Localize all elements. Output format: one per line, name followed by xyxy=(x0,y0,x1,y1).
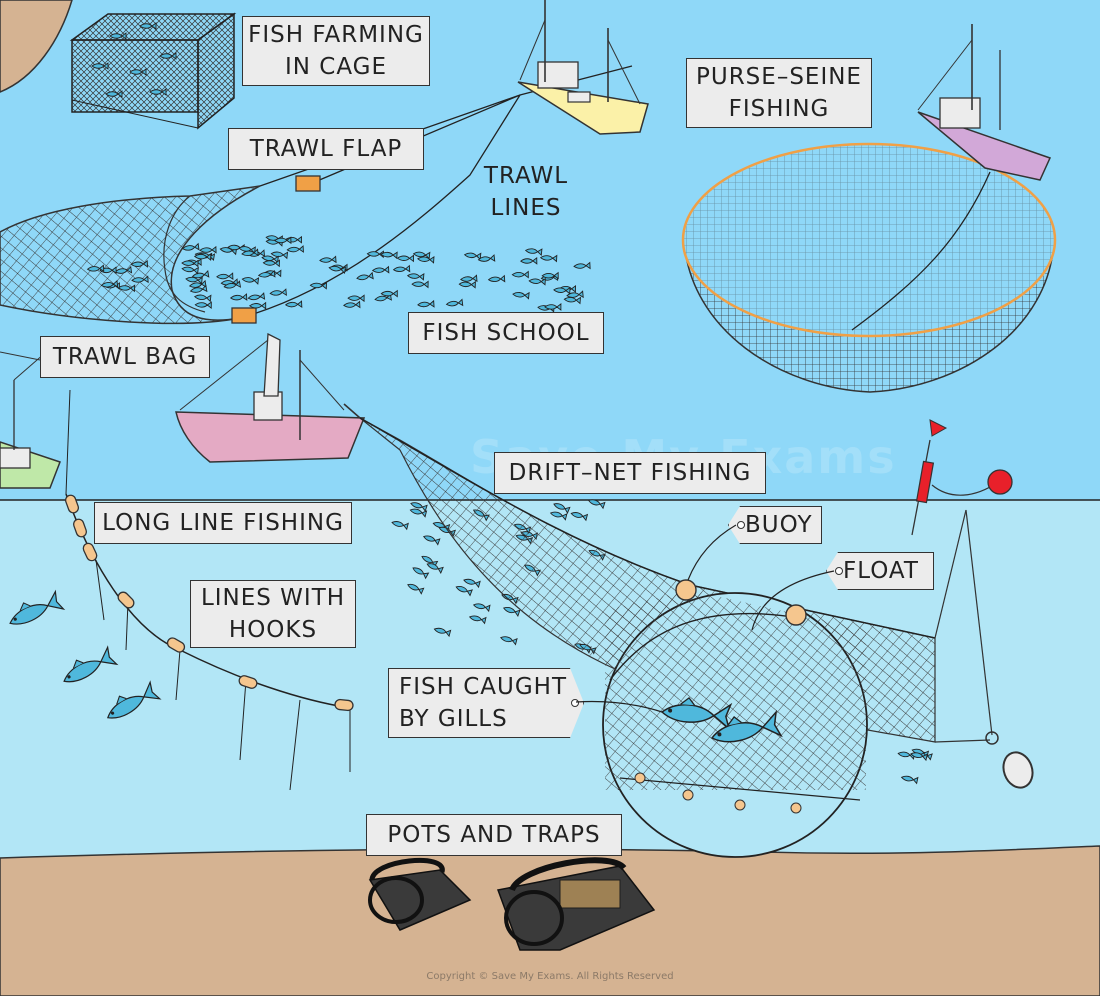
fish-farming-label: FISH FARMING IN CAGE xyxy=(242,16,430,86)
fish-school-label: FISH SCHOOL xyxy=(408,312,604,354)
pots-traps-label: POTS AND TRAPS xyxy=(366,814,622,856)
purse-seine-net xyxy=(681,142,1057,393)
long-line-label: LONG LINE FISHING xyxy=(94,502,352,544)
purse-seine-line-1: PURSE–SEINE xyxy=(696,64,862,90)
fish-farming-line-2: IN CAGE xyxy=(284,54,388,80)
drift-net-label: DRIFT–NET FISHING xyxy=(494,452,766,494)
fish-caught-label: FISH CAUGHT BY GILLS xyxy=(388,668,584,738)
long-line xyxy=(4,389,355,791)
trawl-lines-line-2: LINES xyxy=(490,195,562,221)
buoy-label: BUOY xyxy=(728,506,822,544)
purse-seine-line-2: FISHING xyxy=(728,96,830,122)
lines-with-hooks-label: LINES WITH HOOKS xyxy=(190,580,356,648)
buoy-tag-hole xyxy=(737,521,745,529)
float-tag-hole xyxy=(835,567,843,575)
copyright-notice: Copyright © Save My Exams. All Rights Re… xyxy=(426,971,674,982)
fish-caught-line-1: FISH CAUGHT xyxy=(399,674,568,700)
trawl-lines-label: TRAWL LINES xyxy=(476,160,576,224)
lines-with-hooks-line-1: LINES WITH xyxy=(200,585,346,611)
fish-cage xyxy=(69,12,237,130)
long-line-boat xyxy=(0,339,61,489)
trawl-flap-board xyxy=(231,307,257,324)
float-text: FLOAT xyxy=(843,558,919,584)
trawl-bag-label: TRAWL BAG xyxy=(40,336,210,378)
trawl-lines-line-1: TRAWL xyxy=(483,163,569,189)
drift-net-boat xyxy=(175,332,366,463)
trawl-flap-board xyxy=(295,175,321,192)
marker-buoy xyxy=(911,419,1034,789)
trawl-flap-label: TRAWL FLAP xyxy=(228,128,424,170)
fish-caught-line-2: BY GILLS xyxy=(399,706,508,732)
lines-with-hooks-line-2: HOOKS xyxy=(228,617,318,643)
fish-traps xyxy=(368,857,656,951)
gill-net-magnifier xyxy=(602,579,868,858)
fish-farming-line-1: FISH FARMING xyxy=(248,22,424,48)
float-label: FLOAT xyxy=(826,552,934,590)
shore xyxy=(0,0,73,93)
trawler-boat xyxy=(517,0,649,135)
purse-seine-label: PURSE–SEINE FISHING xyxy=(686,58,872,128)
buoy-text: BUOY xyxy=(745,512,813,538)
fish-caught-tag-hole xyxy=(571,699,579,707)
purse-seine-boat xyxy=(917,24,1052,181)
